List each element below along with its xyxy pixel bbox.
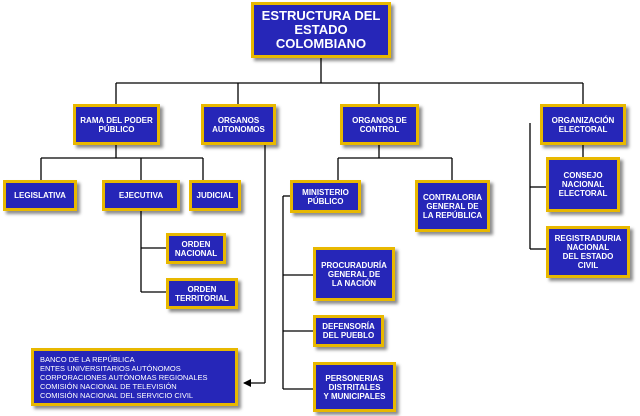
node-estructura-del-estado: ESTRUCTURA DEL ESTADO COLOMBIANO [251, 2, 391, 58]
node-consejo-nacional-electoral: CONSEJO NACIONAL ELECTORAL [546, 157, 620, 212]
node-judicial: JUDICIAL [189, 180, 241, 211]
node-defensoria-del-pueblo: DEFENSORÍA DEL PUEBLO [313, 315, 384, 347]
node-contraloria-general: CONTRALORIA GENERAL DE LA REPÚBLICA [415, 180, 490, 232]
node-personerias: PERSONERIAS DISTRITALES Y MUNICIPALES [313, 362, 396, 412]
node-rama-del-poder-publico: RAMA DEL PODER PÚBLICO [73, 104, 160, 145]
node-organos-autonomos: ORGANOS AUTONOMOS [201, 104, 276, 145]
node-orden-territorial: ORDEN TERRITORIAL [166, 278, 238, 309]
node-ministerio-publico: MINISTERIO PÚBLICO [290, 180, 361, 213]
node-organizacion-electoral: ORGANIZACIÓN ELECTORAL [540, 104, 626, 145]
node-ejecutiva: EJECUTIVA [102, 180, 180, 211]
node-organos-de-control: ORGANOS DE CONTROL [340, 104, 419, 145]
node-legislativa: LEGISLATIVA [3, 180, 77, 211]
node-procuraduria-general: PROCURADURÍA GENERAL DE LA NACIÓN [313, 247, 395, 301]
node-autonomos-list: BANCO DE LA REPÚBLICA ENTES UNIVERSITARI… [31, 348, 238, 406]
node-registraduria-nacional: REGISTRADURIA NACIONAL DEL ESTADO CIVIL [546, 226, 630, 278]
node-orden-nacional: ORDEN NACIONAL [166, 233, 226, 264]
